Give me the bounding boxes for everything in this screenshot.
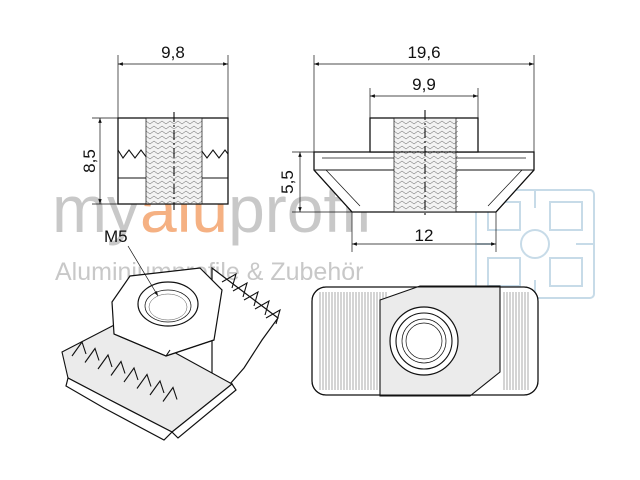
front-view: 19,6 9,9 5,5 12 (278, 43, 535, 252)
threaded-hole-m5 (137, 281, 199, 327)
bottom-view (311, 285, 539, 397)
bottom-view-hole (389, 306, 459, 376)
dimension-front-height: 5,5 (278, 170, 297, 194)
thread-label: M5 (104, 227, 128, 246)
dimension-front-top-width: 9,9 (412, 75, 436, 94)
front-view-thread (393, 110, 459, 218)
isometric-view: M5 (61, 227, 281, 441)
dimension-front-total-width: 19,6 (407, 43, 440, 62)
side-view-thread (145, 112, 203, 210)
dimension-front-bottom-width: 12 (415, 226, 434, 245)
side-view: 9,8 8,5 (80, 43, 229, 210)
dimension-side-width: 9,8 (161, 43, 185, 62)
dimension-side-height: 8,5 (80, 149, 99, 173)
